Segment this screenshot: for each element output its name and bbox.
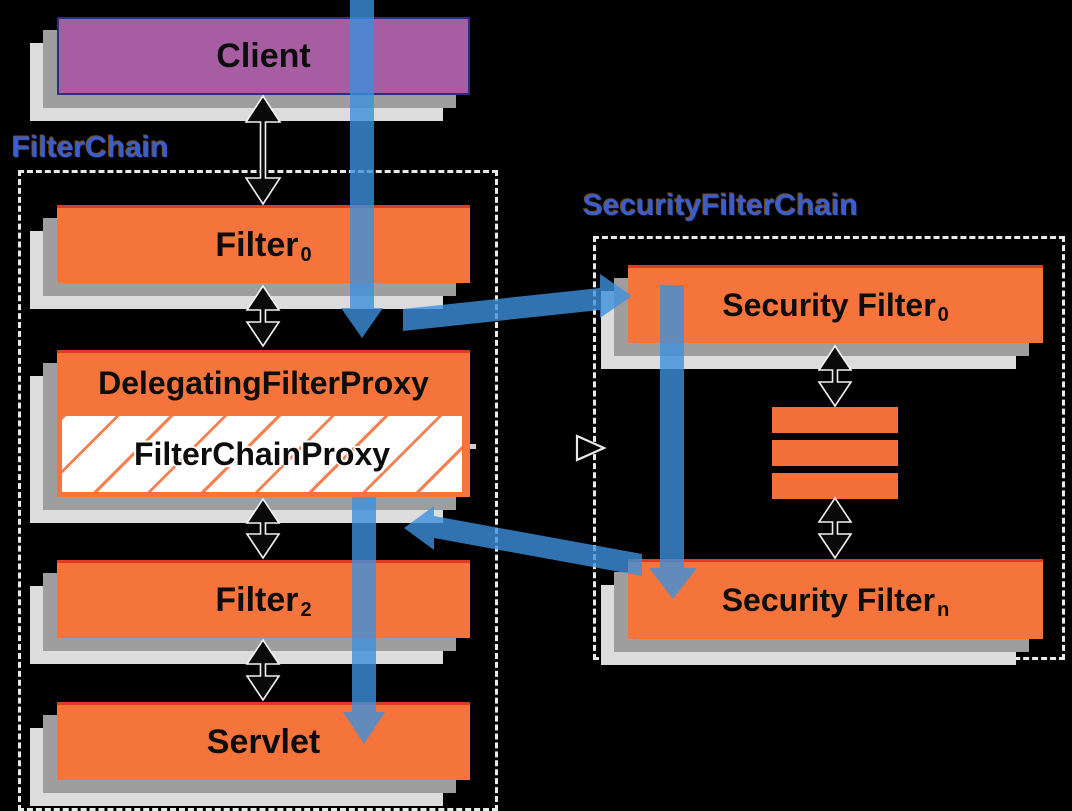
security-filter0-subscript: 0 (937, 304, 949, 326)
client-label: Client (216, 36, 311, 75)
filter2-label: Filter (215, 581, 299, 619)
security-filter-n-subscript: n (937, 599, 950, 621)
filterchain-label: FilterChain (12, 131, 169, 164)
client-box: Client (57, 17, 470, 95)
security-filter-n-label: Security Filter (721, 582, 936, 618)
servlet-box: Servlet (57, 702, 470, 780)
filter2-subscript: 2 (300, 599, 312, 621)
security-filter0-label: Security Filter (722, 287, 936, 323)
filter-chain-proxy-box: FilterChainProxy (62, 416, 462, 492)
filter0-subscript: 0 (300, 244, 312, 266)
filter-chain-proxy-label: FilterChainProxy (133, 435, 391, 472)
delegating-filter-proxy-box: DelegatingFilterProxy FilterChainProxy (57, 350, 470, 497)
filter0-label: Filter (215, 226, 299, 264)
more-filters-bar (772, 407, 898, 433)
servlet-label: Servlet (206, 723, 321, 761)
more-filters-bar (772, 473, 898, 499)
delegating-filter-proxy-label: DelegatingFilterProxy (98, 364, 429, 401)
securityfilterchain-label: SecurityFilterChain (583, 189, 859, 222)
more-filters-bar (772, 440, 898, 466)
